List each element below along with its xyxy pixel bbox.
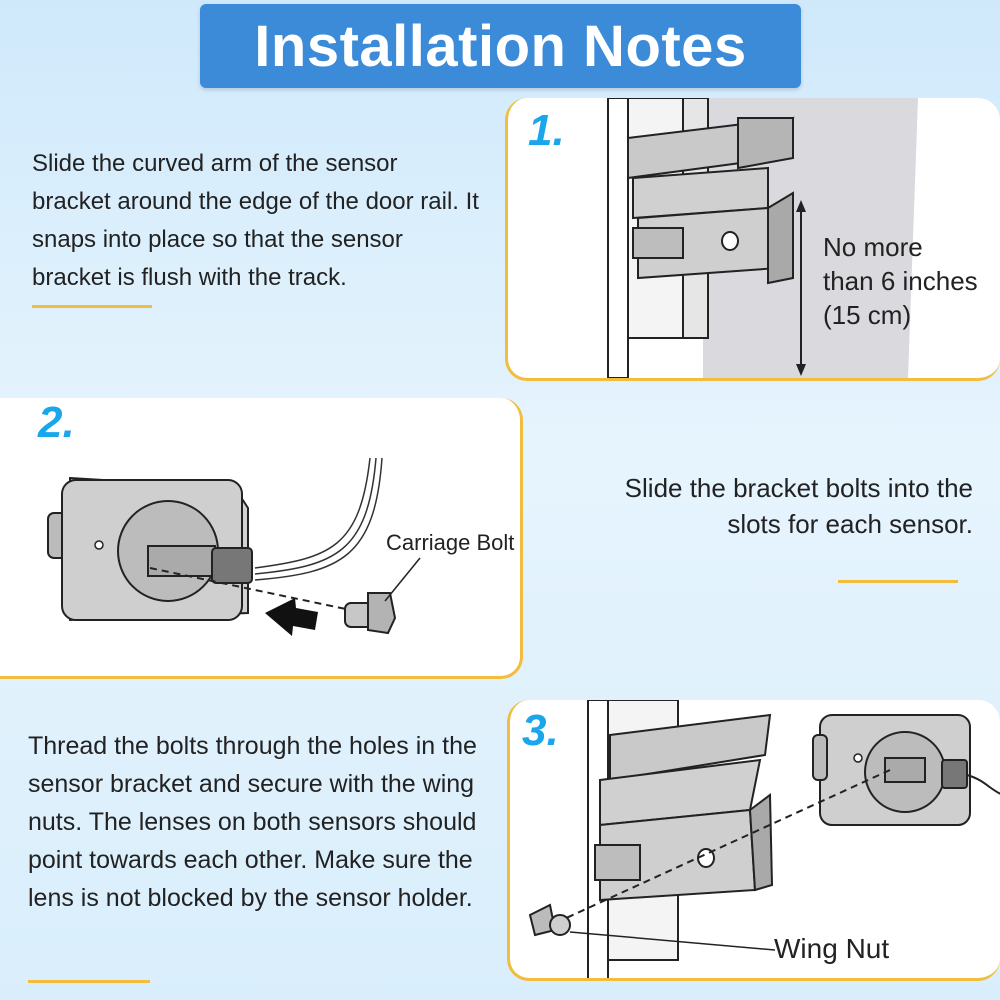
step2-line-1: Slide the bracket bolts into the [624, 473, 973, 503]
callout-line-2: than 6 inches [823, 266, 978, 296]
step3-description: Thread the bolts through the holes in th… [28, 732, 477, 912]
callout-line-1: No more [823, 232, 923, 262]
step2-description: Slide the bracket bolts into the slots f… [545, 470, 973, 542]
step3-number: 3. [522, 706, 559, 755]
step2-line-2: slots for each sensor. [727, 509, 973, 539]
step2-number: 2. [38, 398, 75, 447]
title-banner: Installation Notes [200, 4, 801, 88]
step1-distance-callout: No more than 6 inches (15 cm) [823, 230, 978, 332]
callout-line-3: (15 cm) [823, 300, 912, 330]
step1-illustration [607, 98, 918, 378]
carriage-bolt-label: Carriage Bolt [386, 530, 515, 555]
step3-underline [28, 980, 150, 983]
step3-panel: 3. Wing Nut [507, 700, 1000, 981]
wing-nut-label: Wing Nut [774, 933, 890, 964]
step1-description: Slide the curved arm of the sensor brack… [32, 150, 479, 291]
step2-underline [838, 580, 958, 583]
step2-illustration [47, 457, 421, 636]
step1-underline [32, 305, 152, 308]
step3-illustration [528, 700, 1000, 978]
step1-panel: 1. No more than 6 inches (15 cm) [505, 98, 1000, 381]
step1-number: 1. [528, 106, 565, 155]
step2-panel: 2. Carriage Bolt [0, 398, 523, 679]
page-title: Installation Notes [254, 13, 747, 79]
